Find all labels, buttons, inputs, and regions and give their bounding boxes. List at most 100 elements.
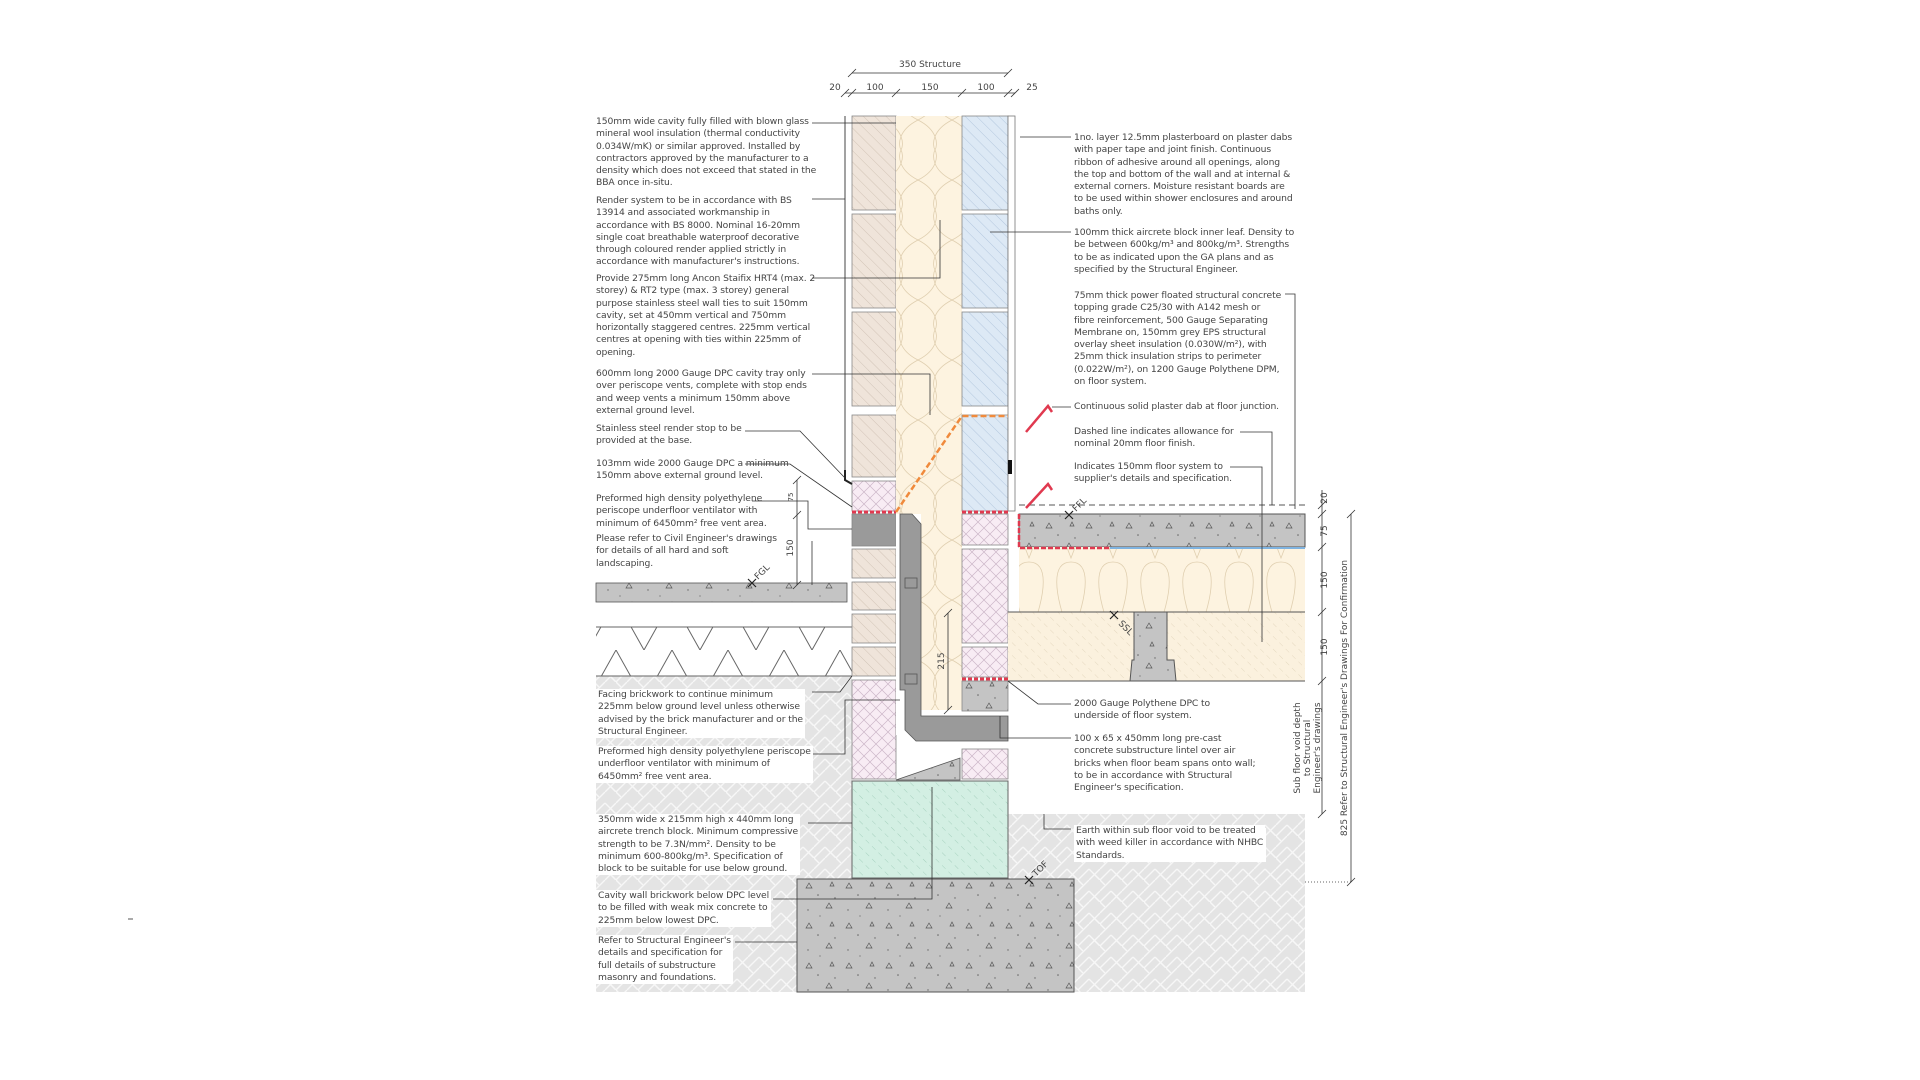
note-line: storey) & RT2 type (max. 3 storey) gener…: [596, 285, 789, 297]
note-line: Please refer to Civil Engineer's drawing…: [596, 533, 777, 544]
note-line: specified by the Structural Engineer.: [1074, 263, 1238, 275]
note-line: strength to be 7.3N/mm². Density to be: [598, 838, 776, 850]
note-line: accordance with manufacturer's instructi…: [596, 256, 800, 268]
note-line: Standards.: [1076, 849, 1125, 861]
note-line: overlay sheet insulation (0.030W/m²), wi…: [1074, 339, 1267, 351]
note-line: Membrane on, 150mm grey EPS structural: [1074, 326, 1266, 338]
inner-leaf: [961, 115, 1009, 780]
notes-left-3: Provide 275mm long Ancon Staifix HRT4 (m…: [596, 273, 815, 359]
notes-right-1: 1no. layer 12.5mm plasterboard on plaste…: [1074, 132, 1293, 218]
note-line: contractors approved by the manufacturer…: [596, 152, 809, 164]
note-line: density which does not exceed that state…: [596, 165, 817, 177]
note-line: supplier's details and specification.: [1074, 473, 1232, 485]
plaster-dab-marks: [1025, 403, 1054, 509]
note-line: Continuous solid plaster dab at floor ju…: [1074, 401, 1279, 412]
subfloor-void-label-1: Sub floor void depth: [1293, 702, 1303, 793]
right-dimensions: [1305, 490, 1356, 887]
note-line: 225mm below lowest DPC.: [598, 914, 719, 926]
level-ffl: FFL: [1071, 496, 1089, 514]
note-line: the top and bottom of the wall and at in…: [1074, 168, 1291, 180]
note-line: Structural Engineer.: [598, 725, 688, 737]
note-line: 1no. layer 12.5mm plasterboard on plaste…: [1074, 132, 1293, 143]
dpm-perimeter: [1017, 514, 1110, 550]
notes-right-9: Earth within sub floor void to be treate…: [1074, 825, 1266, 862]
note-line: full details of substructure: [598, 959, 716, 971]
top-dimensions: [840, 68, 1020, 98]
notes-left-8: Please refer to Civil Engineer's drawing…: [596, 533, 777, 570]
note-line: Dashed line indicates allowance for: [1074, 426, 1234, 437]
dim-825-overall: 825 Refer to Structural Engineer's Drawi…: [1340, 560, 1350, 836]
periscope-ventilator: [899, 513, 1009, 742]
note-line: 150mm above external ground level.: [596, 470, 763, 482]
note-line: 2000 Gauge Polythene DPC to: [1074, 698, 1211, 709]
note-line: centres at opening with ties within 225m…: [596, 334, 801, 346]
dim-right-20: 20: [1320, 492, 1330, 504]
note-line: fibre reinforcement, 500 Gauge Separatin…: [1074, 314, 1268, 326]
note-line: cavity, set at 450mm vertical and 750mm: [596, 309, 786, 321]
note-line: Preformed high density polyethylene peri…: [598, 746, 811, 757]
note-line: nominal 20mm floor finish.: [1074, 438, 1196, 450]
leader-lines: [735, 122, 1296, 943]
dim-right-150-a: 150: [1320, 571, 1330, 588]
local-dimensions: [792, 475, 953, 715]
note-line: Engineer's specification.: [1074, 782, 1184, 794]
note-line: Stainless steel render stop to be: [596, 423, 742, 434]
note-line: bricks when floor beam spans onto wall;: [1074, 757, 1256, 769]
eps-floor-insulation: [1019, 547, 1305, 612]
notes-left-1: 150mm wide cavity fully filled with blow…: [596, 116, 816, 190]
note-line: block to be suitable for use below groun…: [598, 863, 788, 875]
dim-25: 25: [1026, 83, 1037, 93]
notes-left-2: Render system to be in accordance with B…: [596, 195, 800, 269]
concrete-topping: [1018, 513, 1306, 548]
note-line: 25mm thick insulation strips to perimete…: [1074, 351, 1262, 363]
cavity-tray: [894, 414, 1008, 513]
note-line: 6450mm² free vent area.: [598, 770, 712, 782]
note-line: topping grade C25/30 with A142 mesh or: [1074, 302, 1261, 314]
dim-100-inner: 100: [977, 83, 994, 93]
notes-right-2: 100mm thick aircrete block inner leaf. D…: [1074, 227, 1294, 276]
note-line: single coat breathable waterproof decora…: [596, 231, 800, 243]
note-line: Render system to be in accordance with B…: [596, 195, 792, 206]
note-line: to be in accordance with Structural: [1074, 769, 1233, 781]
weak-mix-concrete-fill: [895, 757, 961, 781]
note-line: be between 600kg/m³ and 800kg/m³. Streng…: [1074, 239, 1290, 251]
note-line: (0.022W/m²), on 1200 Gauge Polythene DPM…: [1074, 363, 1280, 375]
note-line: 75mm thick power floated structural conc…: [1074, 290, 1282, 301]
note-line: and weep vents a minimum 150mm above: [596, 392, 790, 404]
note-line: to be filled with weak mix concrete to: [598, 902, 768, 914]
note-line: provided at the base.: [596, 435, 693, 447]
notes-left-10: Preformed high density polyethylene peri…: [596, 746, 813, 783]
note-line: landscaping.: [596, 557, 654, 569]
note-line: aircrete trench block. Minimum compressi…: [598, 826, 799, 838]
notes-right-4: Continuous solid plaster dab at floor ju…: [1074, 401, 1279, 413]
outer-leaf: [851, 115, 897, 780]
sub-base-lattice: [596, 627, 852, 676]
level-markers: [747, 510, 1119, 885]
aircrete-trench-block: [851, 780, 1009, 879]
notes-left-4: 600mm long 2000 Gauge DPC cavity tray on…: [596, 368, 807, 417]
plasterboard: [1007, 115, 1016, 512]
dim-right-75: 75: [1320, 525, 1330, 536]
note-line: minimum of 6450mm² free vent area.: [596, 517, 767, 529]
note-line: on floor system.: [1074, 376, 1147, 388]
note-line: Facing brickwork to continue minimum: [598, 689, 773, 700]
note-line: purpose stainless steel wall ties to sui…: [596, 297, 808, 309]
note-line: 600mm long 2000 Gauge DPC cavity tray on…: [596, 368, 806, 379]
note-line: opening.: [596, 346, 636, 358]
note-line: underfloor ventilator with minimum of: [598, 758, 770, 770]
subfloor-void-label-3: Engineer's drawings: [1313, 702, 1323, 793]
dim-20: 20: [829, 83, 841, 93]
note-line: 350mm wide x 215mm high x 440mm long: [598, 814, 794, 825]
note-line: 150mm wide cavity fully filled with blow…: [596, 116, 809, 127]
note-line: Provide 275mm long Ancon Staifix HRT4 (m…: [596, 273, 816, 284]
note-line: 100mm thick aircrete block inner leaf. D…: [1074, 227, 1295, 238]
render-stop: [844, 470, 853, 485]
